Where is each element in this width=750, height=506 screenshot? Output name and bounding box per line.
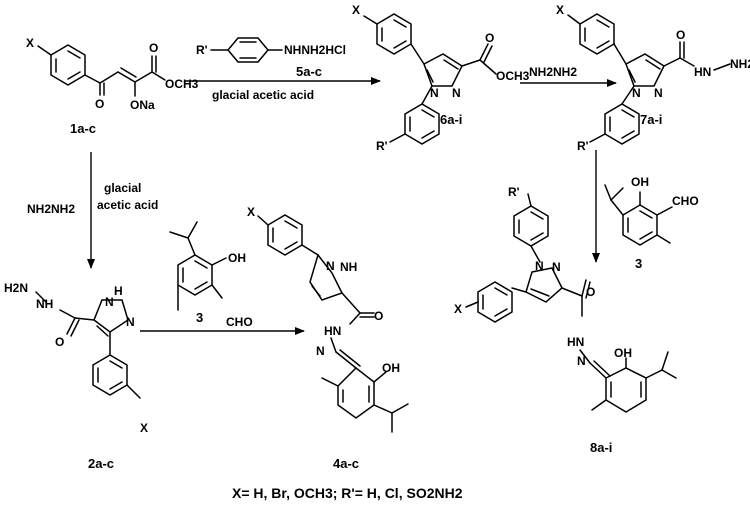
- atom-n: N: [654, 86, 663, 100]
- compound-2-structure: [35, 291, 141, 399]
- reagent-hydrazine: NH2NH2: [27, 202, 75, 216]
- atom-o: O: [485, 31, 494, 45]
- reagent-acetic-acid: acetic acid: [97, 198, 158, 212]
- atom-o: O: [95, 97, 104, 111]
- atom-o: O: [676, 28, 685, 42]
- atom-n: N: [316, 344, 325, 358]
- atom-x: X: [140, 421, 148, 435]
- atom-och3: OCH3: [165, 77, 199, 91]
- atom-o: O: [149, 41, 158, 55]
- reagent-5-structure: [210, 37, 283, 63]
- compound-label-3-right: 3: [635, 256, 642, 271]
- atom-rprime: R': [577, 139, 589, 153]
- atom-o: O: [586, 285, 595, 299]
- atom-o: O: [55, 335, 64, 349]
- atom-oh: OH: [382, 361, 400, 375]
- atom-x: X: [556, 3, 564, 17]
- atom-n: N: [326, 259, 335, 273]
- atom-rprime: R': [196, 43, 208, 57]
- compound-7-structure: [567, 13, 731, 145]
- atom-n: N: [126, 315, 135, 329]
- atom-hn: HN: [324, 324, 341, 338]
- compound-label-8: 8a-i: [590, 440, 612, 455]
- compound-label-6: 6a-i: [440, 112, 462, 127]
- atom-n: N: [452, 86, 461, 100]
- atom-x: X: [352, 3, 360, 17]
- atom-n: N: [552, 260, 561, 274]
- atom-x: X: [454, 302, 462, 316]
- reagent-hydrazine: NH2NH2: [529, 65, 577, 79]
- compound-8-structure: [465, 193, 677, 413]
- atom-oh: OH: [228, 251, 246, 265]
- compound-label-5: 5a-c: [296, 64, 322, 79]
- footnote-substituents: X= H, Br, OCH3; R'= H, Cl, SO2NH2: [232, 485, 463, 501]
- compound-label-3-left: 3: [196, 310, 203, 325]
- reagent-hydrazine-hcl: NHNH2HCl: [284, 43, 346, 57]
- atom-ona: ONa: [130, 98, 155, 112]
- atom-hn: HN: [567, 335, 584, 349]
- compound-6-structure: [363, 13, 497, 145]
- compound-label-1: 1a-c: [70, 121, 96, 136]
- atom-h: H: [114, 284, 123, 298]
- atom-x: X: [26, 36, 34, 50]
- compound-label-2: 2a-c: [88, 456, 114, 471]
- aldehyde-3-structure-left: [169, 221, 227, 311]
- compound-4-structure: [257, 214, 409, 433]
- atom-rprime: R': [376, 139, 388, 153]
- atom-n: N: [430, 86, 439, 100]
- atom-h2n: H2N: [4, 281, 28, 295]
- compound-1-structure: [37, 44, 166, 97]
- atom-nh: NH: [340, 260, 357, 274]
- atom-cho: CHO: [226, 315, 253, 329]
- compound-label-7: 7a-i: [640, 112, 662, 127]
- atom-n: N: [535, 259, 544, 273]
- atom-n: N: [632, 86, 641, 100]
- atom-nh: NH: [36, 297, 53, 311]
- atom-nh2: NH2: [730, 57, 750, 71]
- atom-rprime: R': [508, 185, 520, 199]
- atom-oh: OH: [614, 346, 632, 360]
- aldehyde-3-structure-right: [604, 184, 673, 246]
- compound-label-4: 4a-c: [333, 456, 359, 471]
- reagent-glacial-acetic-acid: glacial acetic acid: [212, 88, 314, 102]
- atom-n: N: [105, 295, 114, 309]
- atom-n: N: [577, 354, 586, 368]
- atom-o: O: [374, 309, 383, 323]
- atom-hn: HN: [694, 65, 711, 79]
- atom-oh: OH: [631, 175, 649, 189]
- reagent-glacial: glacial: [104, 181, 141, 195]
- atom-och3: OCH3: [496, 69, 530, 83]
- atom-cho: CHO: [672, 194, 699, 208]
- atom-x: X: [247, 205, 255, 219]
